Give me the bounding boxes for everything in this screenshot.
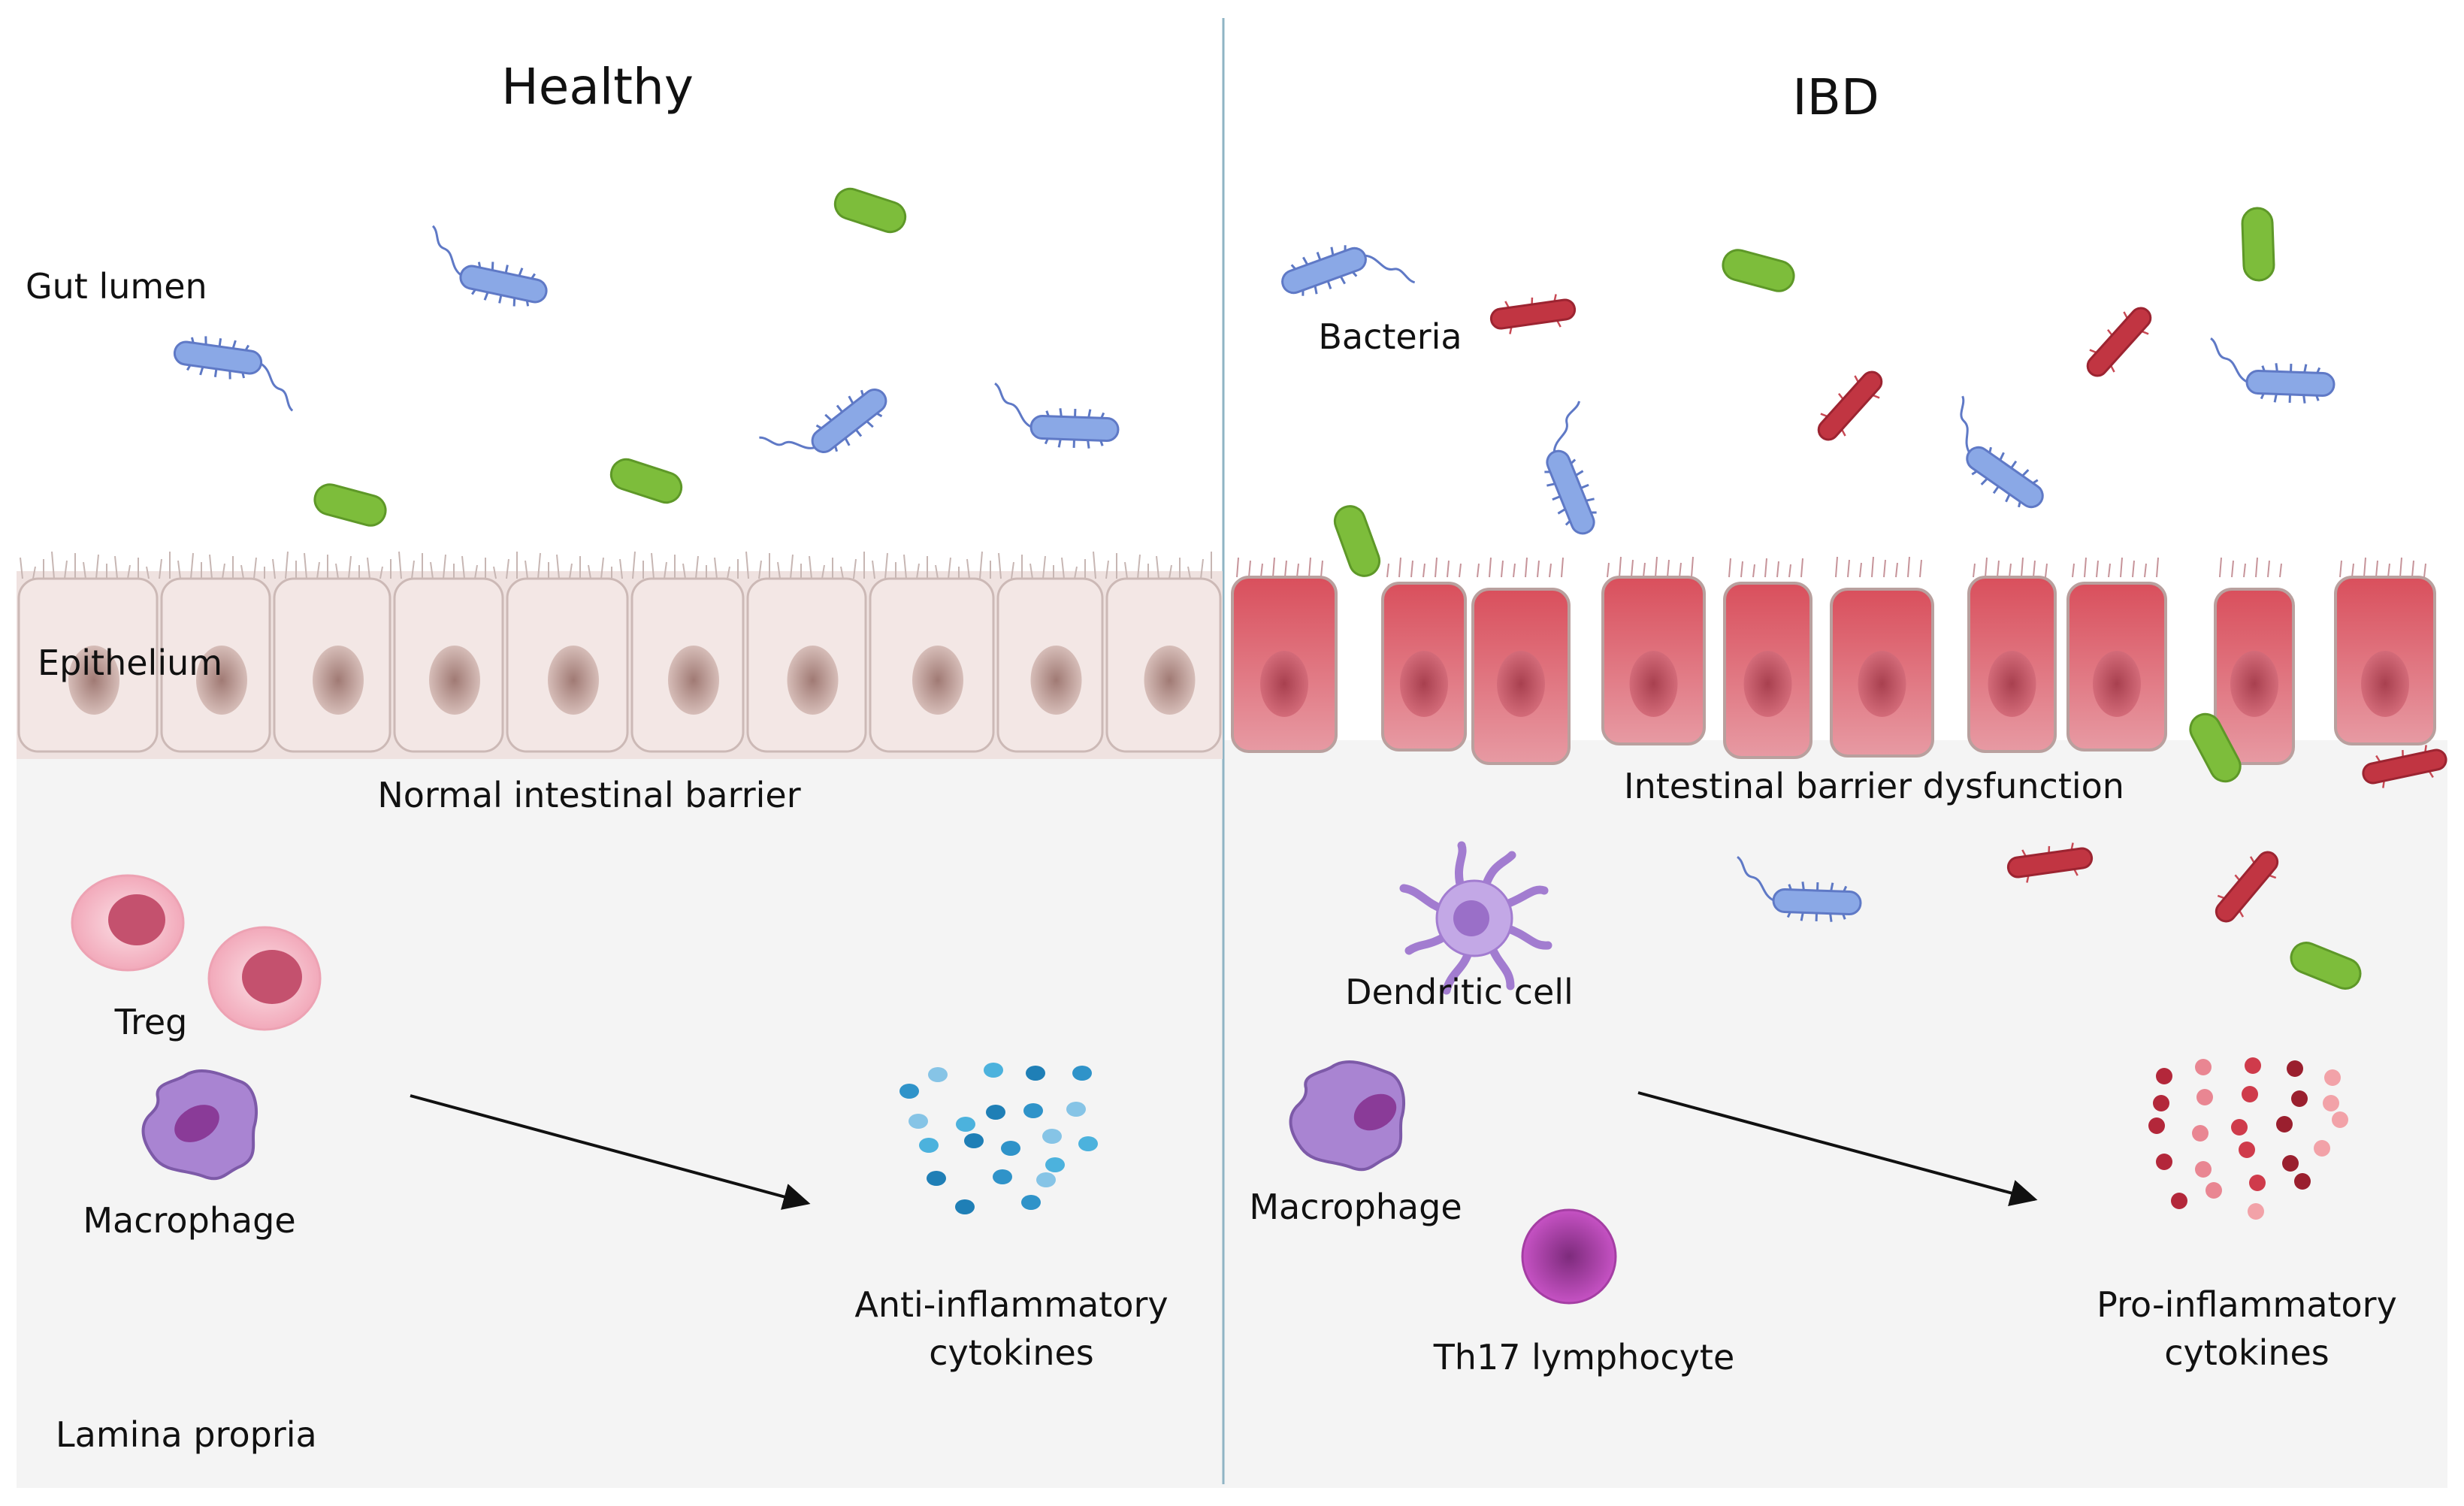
anti-inflammatory-cytokines-icon [899,1063,1098,1214]
ibd-title: IBD [1792,68,1879,126]
bacterium-blue-icon [991,382,1121,451]
macrophage-label: Macrophage [83,1200,295,1241]
macrophage-ibd-label: Macrophage [1249,1187,1462,1227]
bacterium-blue-icon [168,331,303,412]
bacterium-green-icon [830,183,911,237]
pro-cytokines-line2: cytokines [2164,1332,2329,1373]
bacterium-blue-icon [2207,337,2337,406]
anti-cytokines-line1: Anti-inflammatory [854,1284,1168,1325]
bacterium-red-icon [1808,362,1892,449]
bacterium-green-icon [1329,500,1385,582]
bacterium-red-icon [2077,298,2161,386]
bacterium-blue-icon [419,225,556,313]
bacteria-label: Bacteria [1318,316,1462,357]
bacterium-green-icon [310,479,391,531]
epithelium-label: Epithelium [38,643,222,683]
bacterium-blue-icon [1520,400,1628,542]
inflamed-epithelium [1231,556,2436,765]
pro-inflammatory-cytokines-icon [2148,1057,2348,1220]
anti-cytokines-line2: cytokines [929,1332,1094,1373]
bacterium-red-icon [1487,290,1579,338]
treg-label: Treg [114,1002,188,1042]
ibd-arrow [1637,1091,2038,1206]
gut-lumen-label: Gut lumen [26,266,207,307]
healthy-epithelium [17,551,1223,759]
macrophage-ibd-icon [1289,1060,1405,1172]
bacterium-blue-icon [1275,223,1416,326]
th17-label: Th17 lymphocyte [1433,1337,1735,1377]
dendritic-cell-icon [1399,841,1552,995]
th17-lymphocyte-icon [1521,1208,1617,1305]
macrophage-icon [141,1069,258,1181]
bacterium-green-icon [2240,206,2276,283]
pro-cytokines-line1: Pro-inflammatory [2097,1284,2397,1325]
healthy-title: Healthy [501,58,694,116]
barrier-dysfunction-label: Intestinal barrier dysfunction [1624,766,2124,806]
lamina-propria-label: Lamina propria [56,1414,317,1455]
normal-barrier-label: Normal intestinal barrier [377,775,800,815]
bacterium-blue-icon [757,359,897,488]
bacterium-green-icon [1718,245,1799,296]
bacterium-blue-icon [1926,395,2066,520]
healthy-bacteria [168,183,1121,531]
healthy-arrow [410,1094,811,1210]
bacterium-green-icon [606,454,687,508]
dendritic-cell-label: Dendritic cell [1345,972,1574,1012]
treg-cells [71,874,322,1031]
